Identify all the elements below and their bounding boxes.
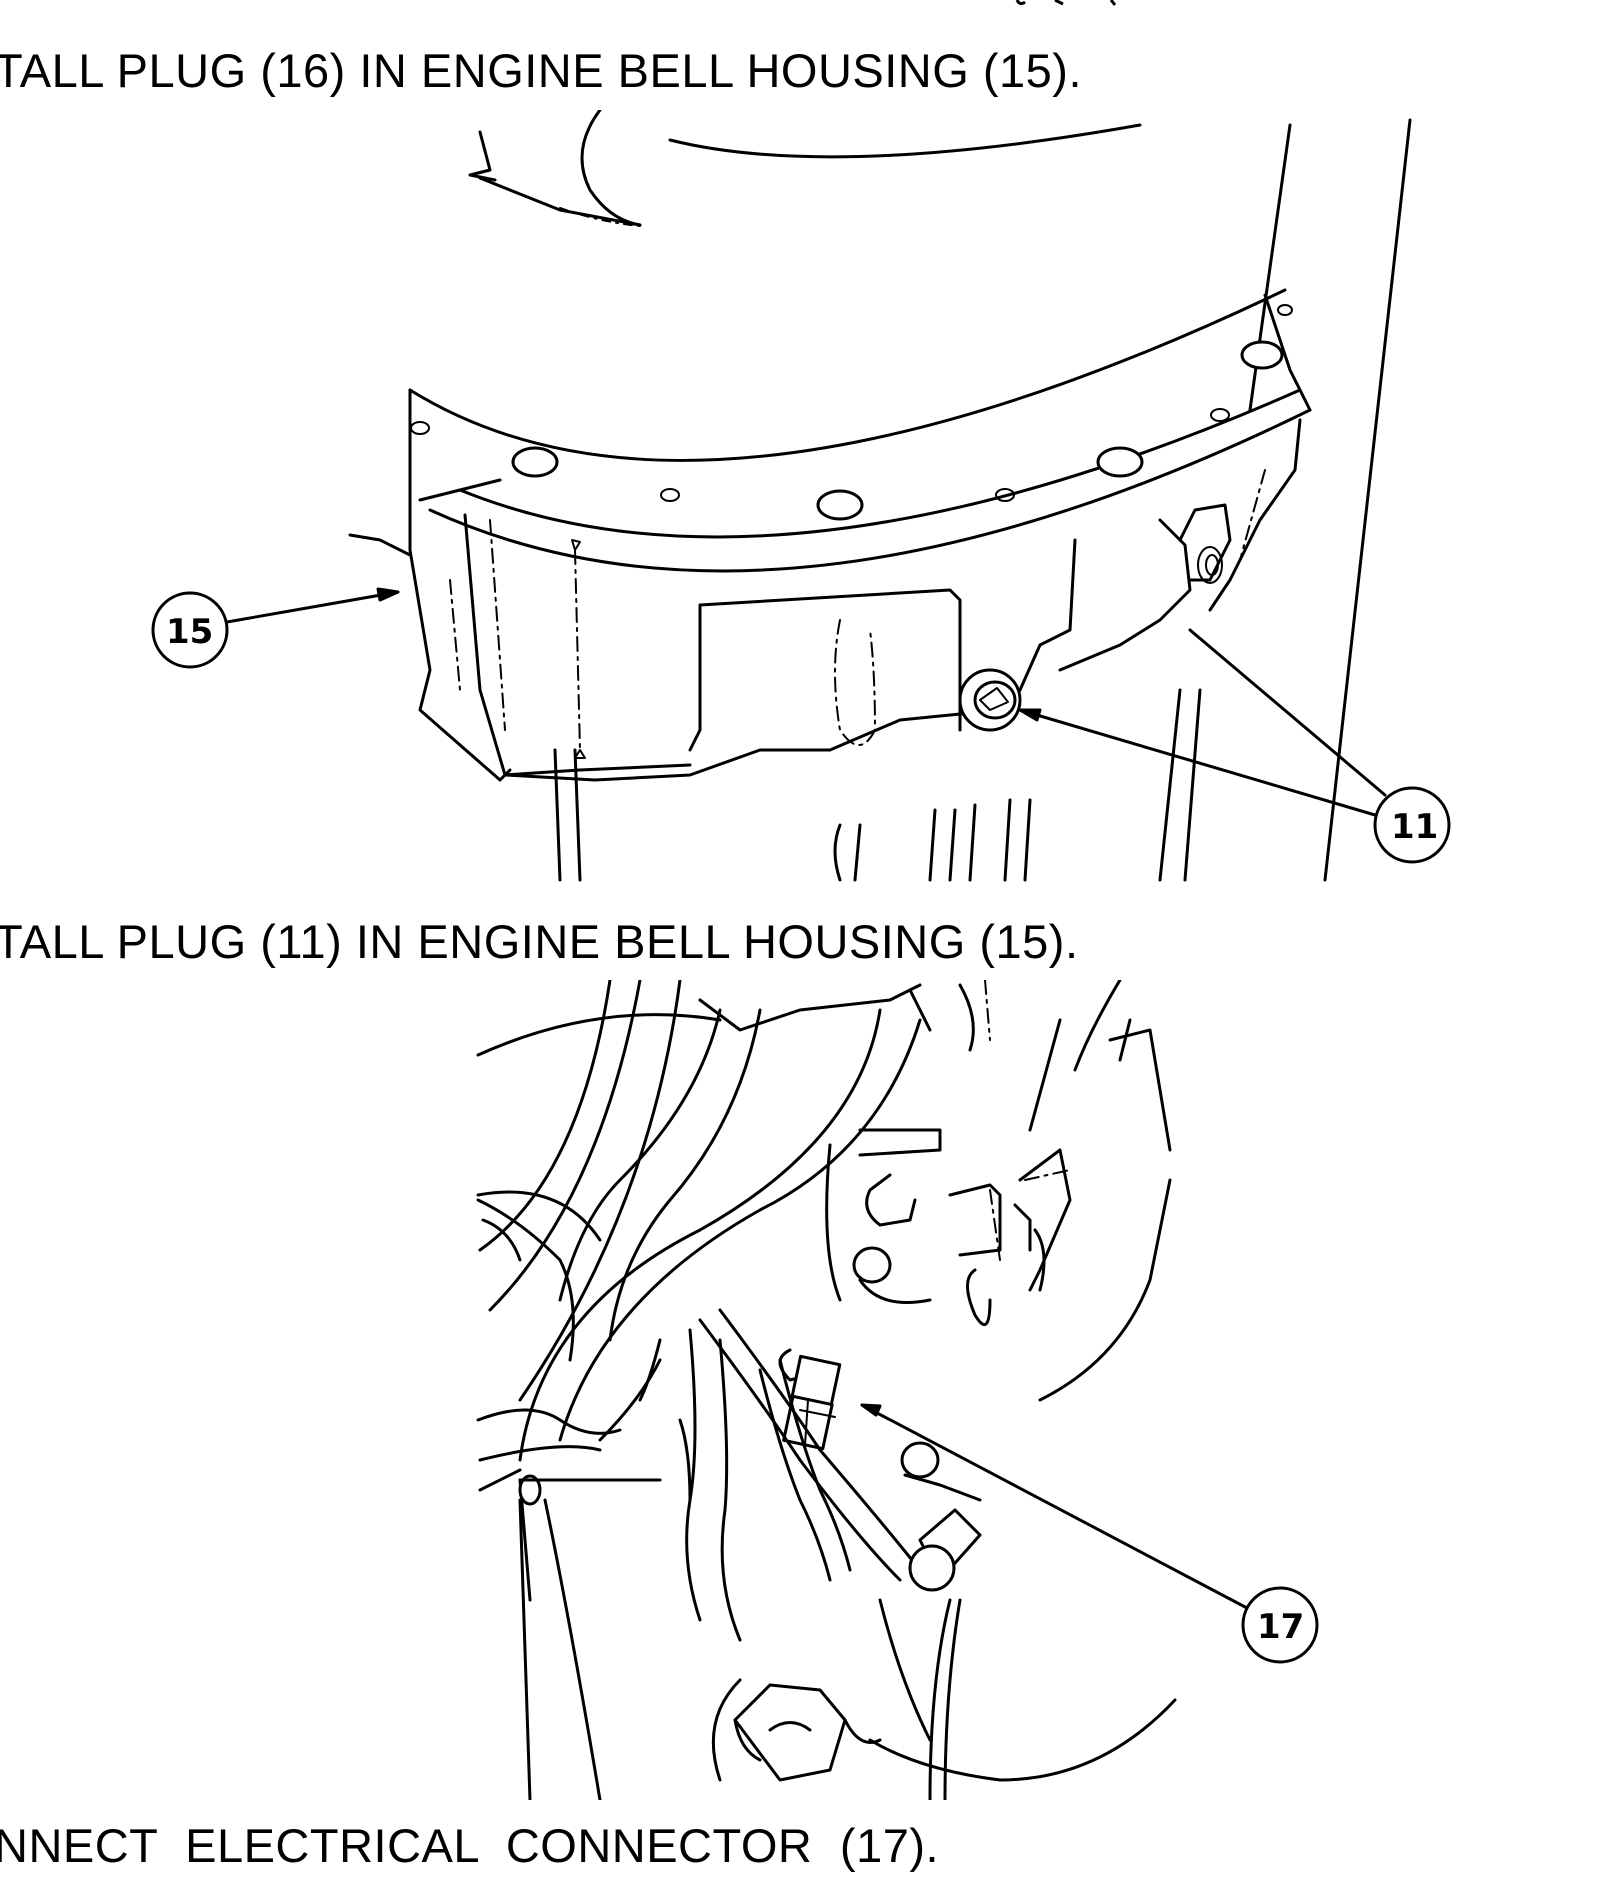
cropped-top-fragment (1015, 0, 1117, 6)
instruction-install-plug-11: TALL PLUG (11) IN ENGINE BELL HOUSING (1… (0, 915, 1079, 968)
callout-15-label: 15 (166, 612, 213, 652)
callout-11-label: 11 (1391, 807, 1438, 847)
bell-housing-illustration: 15 11 (151, 110, 1451, 882)
instruction-connect-electrical-connector-17: NNECT ELECTRICAL CONNECTOR (17). (0, 1819, 940, 1872)
callout-17-label: 17 (1257, 1607, 1304, 1647)
electrical-connector-illustration: 17 (476, 980, 1319, 1800)
instruction-install-plug-16: TALL PLUG (16) IN ENGINE BELL HOUSING (1… (0, 44, 1082, 97)
